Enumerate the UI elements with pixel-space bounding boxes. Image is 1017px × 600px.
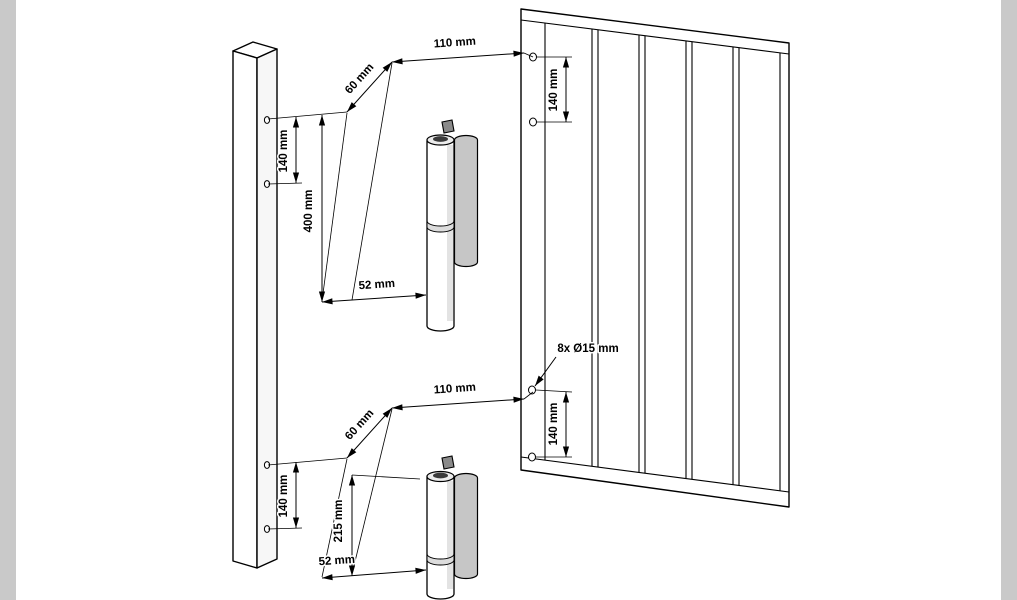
dim-label-140-post-top: 140 mm bbox=[278, 130, 290, 173]
post bbox=[232, 41, 278, 569]
hinge-seam bbox=[426, 553, 455, 566]
hinge-bottom bbox=[426, 455, 479, 600]
dim-line-110-top bbox=[391, 50, 525, 65]
gate-top-rail bbox=[520, 19, 790, 55]
holes-note-label: 8x Ø15 mm bbox=[557, 343, 618, 355]
hinge-shading bbox=[447, 145, 453, 321]
hinge-back-bracket bbox=[453, 134, 479, 268]
projection-line bbox=[321, 112, 348, 302]
dim-label-110-top: 110 mm bbox=[433, 36, 476, 51]
dimension-lines bbox=[292, 50, 570, 581]
hinge-adjuster bbox=[433, 472, 448, 479]
extension-line bbox=[267, 457, 348, 466]
dim-line-60-bottom bbox=[346, 407, 393, 459]
dim-label-60-bottom: 60 mm bbox=[343, 407, 376, 442]
left-margin-bar bbox=[0, 0, 16, 600]
post-hole bbox=[263, 116, 271, 124]
holes-leader-line bbox=[534, 356, 557, 387]
dim-label-215: 215 mm bbox=[333, 500, 345, 543]
right-margin-bar bbox=[1001, 0, 1017, 600]
gate-hole bbox=[529, 117, 537, 127]
extension-line bbox=[267, 527, 303, 530]
projection-line bbox=[321, 458, 348, 578]
projection-line bbox=[351, 62, 393, 301]
dim-line-60-top bbox=[346, 61, 393, 113]
post-side-face bbox=[256, 48, 278, 569]
hinge-top bbox=[426, 119, 479, 332]
hinge-seam bbox=[426, 220, 455, 233]
gate-hole bbox=[528, 385, 536, 395]
extension-line bbox=[523, 391, 534, 400]
dim-line-110-bottom bbox=[391, 396, 525, 411]
dim-label-140-post-bottom: 140 mm bbox=[278, 475, 290, 518]
dim-label-400: 400 mm bbox=[303, 190, 315, 233]
extension-line bbox=[267, 182, 303, 185]
hinge-knob bbox=[441, 119, 455, 134]
dim-label-140-gate-top: 140 mm bbox=[548, 69, 560, 112]
gate-outline bbox=[520, 8, 790, 508]
dim-label-60-top: 60 mm bbox=[343, 61, 376, 96]
hinge-shading bbox=[447, 481, 453, 589]
hinge-knob bbox=[441, 455, 455, 470]
dim-line-52-top bbox=[321, 292, 427, 305]
hinge-adjuster bbox=[433, 136, 448, 142]
gate-bottom-rail bbox=[520, 456, 790, 493]
extension-line bbox=[351, 474, 421, 480]
post-front-face bbox=[232, 50, 258, 569]
dim-label-52-top: 52 mm bbox=[358, 278, 395, 293]
extension-line bbox=[523, 52, 534, 58]
extension-line bbox=[535, 389, 573, 393]
gate-hole bbox=[528, 452, 536, 462]
hinge-back-bracket bbox=[453, 472, 479, 580]
dim-label-140-gate-bottom: 140 mm bbox=[548, 403, 560, 446]
dim-line-52-bottom bbox=[321, 567, 427, 581]
extension-line bbox=[267, 111, 348, 120]
dim-label-52-bottom: 52 mm bbox=[318, 554, 355, 569]
dim-label-110-bottom: 110 mm bbox=[433, 382, 476, 397]
gate-panel bbox=[520, 8, 790, 508]
